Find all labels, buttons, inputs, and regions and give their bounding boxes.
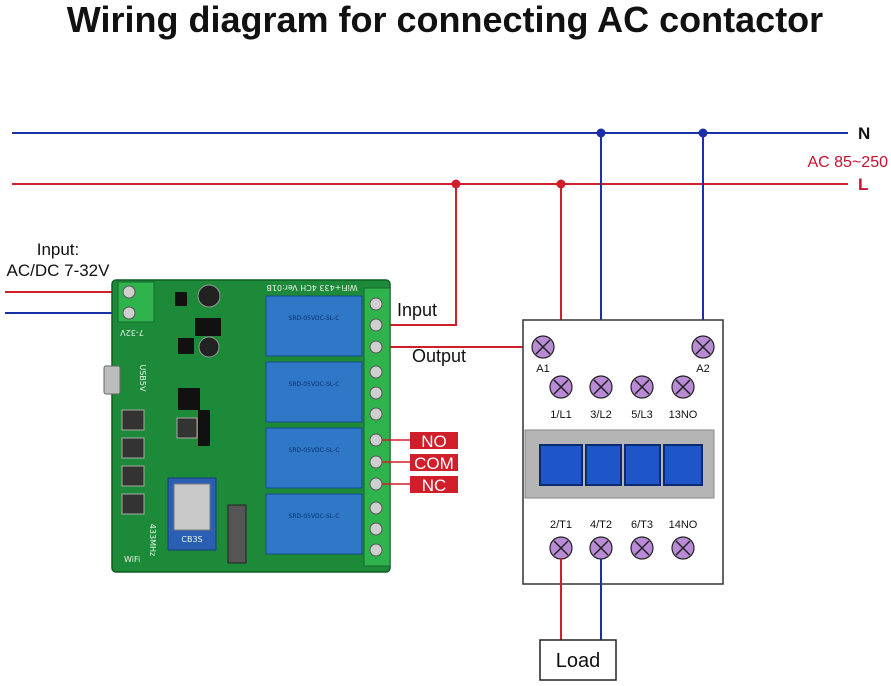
silk-top: WiFi+433 4CH Ver:01B: [266, 283, 357, 292]
ic-chip: [195, 318, 221, 336]
contactor-indicator: [539, 444, 583, 486]
terminal-t2-label: 4/T2: [590, 519, 612, 531]
rf-coil: [227, 504, 247, 564]
wire-live-to-input: [378, 184, 457, 326]
relay-2: SRD-05VDC-SL-C: [265, 361, 363, 423]
silk-wifi: WiFi: [124, 555, 140, 564]
silk-voltage: 7-32V: [120, 328, 144, 337]
terminal-a2-label: A2: [696, 363, 709, 375]
terminal-14no-label: 14NO: [669, 519, 698, 531]
relay-text: SRD-05VDC-SL-C: [289, 315, 340, 322]
terminal-l1-label: 1/L1: [550, 409, 571, 421]
capacitor-icon: [198, 336, 220, 358]
relay-text: SRD-05VDC-SL-C: [289, 447, 340, 454]
screw-icon: [369, 477, 383, 491]
supply-voltage-label: AC 85~250: [807, 154, 888, 171]
terminal-a1: [531, 335, 555, 359]
screw-icon: [369, 522, 383, 536]
screw-icon: [369, 455, 383, 469]
contactor-indicator: [585, 444, 622, 486]
terminal-t2: [589, 536, 613, 560]
ic-chip: [198, 410, 210, 446]
terminal-t1-label: 2/T1: [550, 519, 572, 531]
load-label: Load: [556, 650, 601, 672]
screw-icon: [369, 433, 383, 447]
load-box: [539, 639, 617, 681]
tag-no: [410, 432, 458, 449]
relay-board: 7-32V USB5V CB3S 433MHz WiFi WiFi+433 4C…: [103, 279, 391, 573]
ic-chip: [178, 388, 200, 410]
ic-chip: [178, 338, 194, 354]
tag-nc: [410, 476, 458, 493]
capacitor-icon: [197, 284, 221, 308]
screw-icon: [122, 306, 136, 320]
ac-contactor: A1 A2 1/L1 3/L2 5/L3 13NO 2/T1 4/: [522, 319, 724, 585]
contactor-indicator: [624, 444, 661, 486]
ic-chip: [175, 292, 187, 306]
relay-text: SRD-05VDC-SL-C: [289, 513, 340, 520]
output-terminal-strip: [363, 287, 391, 567]
screw-icon: [369, 407, 383, 421]
push-button[interactable]: [121, 409, 145, 431]
tag-no-label: NO: [421, 432, 447, 451]
terminal-l1: [549, 375, 573, 399]
push-button[interactable]: [121, 493, 145, 515]
screw-icon: [369, 365, 383, 379]
terminal-t3-label: 6/T3: [631, 519, 653, 531]
screw-icon: [369, 318, 383, 332]
output-terminal-label: Output: [412, 346, 466, 366]
screw-icon: [369, 501, 383, 515]
chip-label: CB3S: [181, 535, 202, 544]
silk-freq: 433MHz: [148, 524, 157, 556]
terminal-t1: [549, 536, 573, 560]
push-button[interactable]: [176, 417, 198, 439]
screw-icon: [369, 543, 383, 557]
silk-usb: USB5V: [138, 365, 147, 393]
terminal-a1-label: A1: [536, 363, 549, 375]
relay-3: SRD-05VDC-SL-C: [265, 427, 363, 489]
relay-4: SRD-05VDC-SL-C: [265, 493, 363, 555]
tag-com: [410, 454, 458, 471]
page-title: Wiring diagram for connecting AC contact…: [67, 0, 823, 40]
wifi-module-shield: [173, 483, 211, 531]
terminal-a2: [691, 335, 715, 359]
relay-text: SRD-05VDC-SL-C: [289, 381, 340, 388]
terminal-13no-label: 13NO: [669, 409, 698, 421]
screw-icon: [369, 297, 383, 311]
relay-1: SRD-05VDC-SL-C: [265, 295, 363, 357]
input-terminal-label: Input: [397, 300, 437, 320]
push-button[interactable]: [121, 437, 145, 459]
tag-nc-label: NC: [422, 476, 447, 495]
live-label: L: [858, 175, 868, 194]
tag-com-label: COM: [414, 454, 454, 473]
screw-icon: [369, 340, 383, 354]
input-power-value: AC/DC 7-32V: [7, 261, 111, 280]
terminal-14no: [671, 536, 695, 560]
terminal-13no: [671, 375, 695, 399]
neutral-label: N: [858, 124, 870, 143]
screw-icon: [369, 386, 383, 400]
screw-icon: [122, 285, 136, 299]
usb-port: [103, 365, 121, 395]
terminal-l3: [630, 375, 654, 399]
terminal-t3: [630, 536, 654, 560]
input-power-label: Input:: [37, 240, 80, 259]
terminal-l2: [589, 375, 613, 399]
terminal-l2-label: 3/L2: [590, 409, 611, 421]
terminal-l3-label: 5/L3: [631, 409, 652, 421]
push-button[interactable]: [121, 465, 145, 487]
contactor-indicator: [663, 444, 703, 486]
